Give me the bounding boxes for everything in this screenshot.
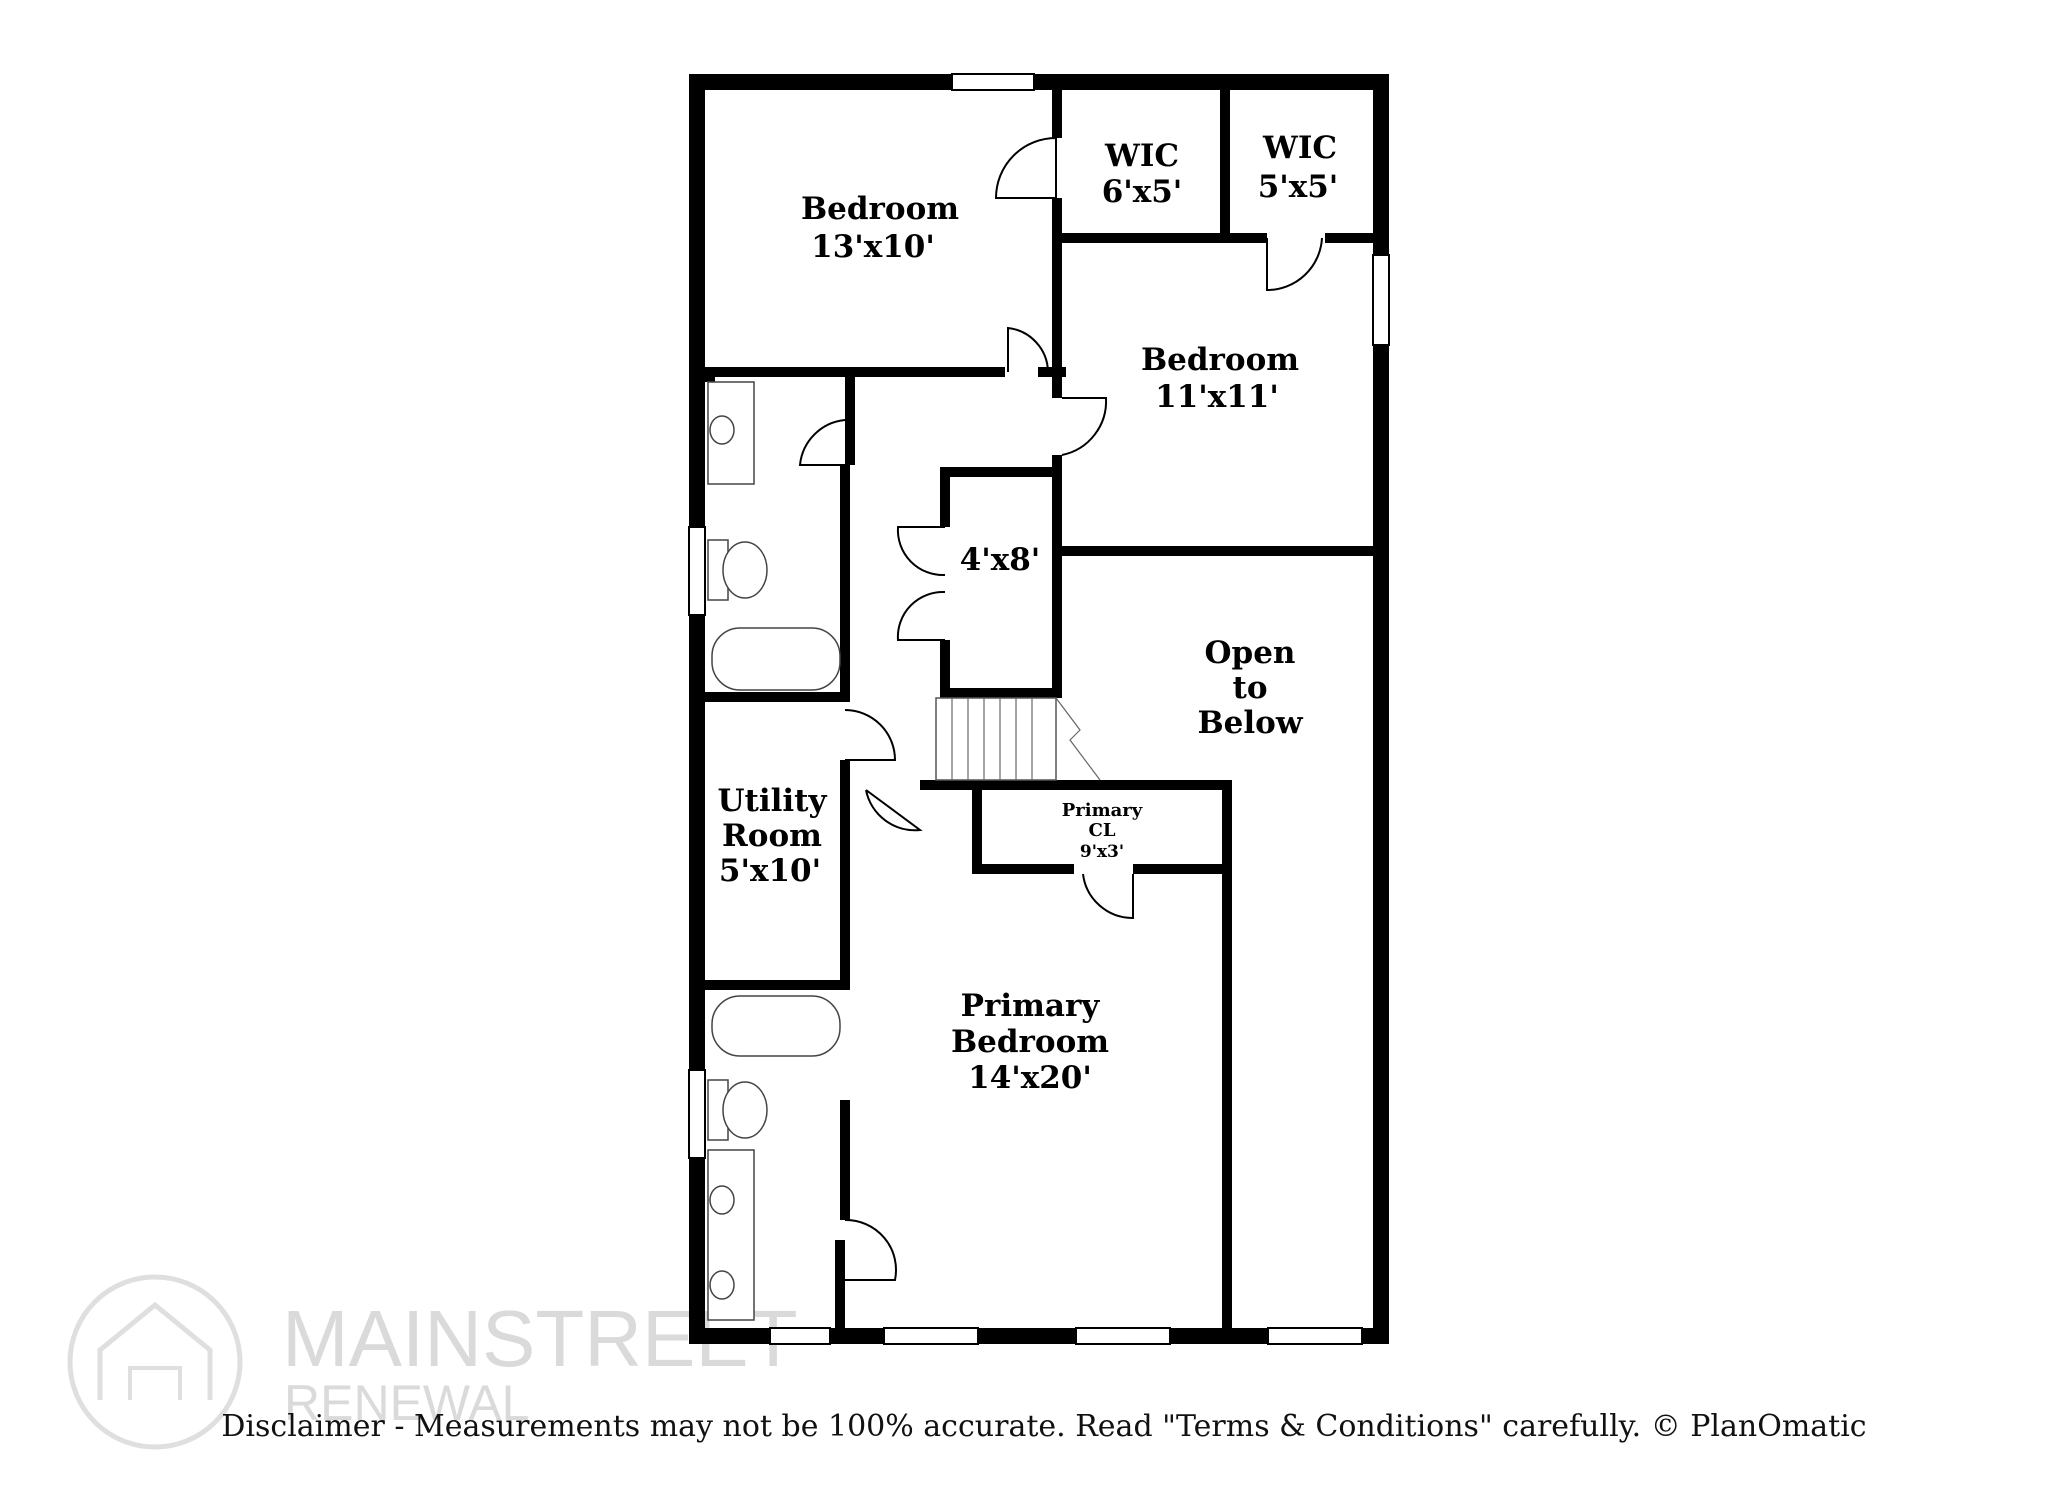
primary-bedroom-line1: Primary: [961, 988, 1101, 1024]
exterior-walls: [689, 74, 1389, 1344]
room-utility: Utility Room 5'x10': [717, 783, 827, 889]
closet-size: 4'x8': [960, 542, 1041, 578]
bedroom-ne-size: 11'x11': [1155, 379, 1279, 415]
bedroom-nw-name: Bedroom: [801, 191, 959, 227]
primary-cl-size: 9'x3': [1080, 842, 1124, 862]
wic-2-size: 5'x5': [1258, 169, 1339, 205]
primary-cl-line2: CL: [1089, 820, 1116, 841]
primary-bedroom-size: 14'x20': [968, 1060, 1092, 1096]
room-closet: 4'x8': [960, 542, 1041, 578]
windows: [688, 73, 1390, 1345]
open-to-below-line3: Below: [1197, 705, 1303, 741]
interior-walls: [705, 90, 1373, 1328]
open-to-below-line1: Open: [1205, 635, 1296, 671]
room-open-to-below: Open to Below: [1197, 635, 1303, 741]
open-to-below-line2: to: [1233, 670, 1268, 706]
room-primary-bedroom: Primary Bedroom 14'x20': [951, 988, 1109, 1096]
room-primary-cl: Primary CL 9'x3': [1062, 800, 1143, 862]
primary-cl-line1: Primary: [1062, 800, 1143, 821]
watermark-line2: RENEWAL: [284, 1375, 529, 1431]
room-bedroom-nw: Bedroom 13'x10': [801, 191, 959, 265]
room-bedroom-ne: Bedroom 11'x11': [1141, 342, 1299, 415]
disclaimer-text: Disclaimer - Measurements may not be 100…: [221, 1409, 1866, 1444]
utility-line1: Utility: [717, 783, 827, 819]
bedroom-nw-size: 13'x10': [811, 229, 935, 265]
staircase: [935, 697, 1101, 781]
primary-bedroom-line2: Bedroom: [951, 1024, 1109, 1060]
wic-1-name: WIC: [1104, 138, 1179, 174]
bathroom-fixtures: [707, 381, 841, 1321]
room-wic-2: WIC 5'x5': [1258, 130, 1339, 205]
utility-line2: Room: [722, 818, 822, 854]
wic-2-name: WIC: [1262, 130, 1337, 166]
wic-1-size: 6'x5': [1102, 174, 1183, 210]
bedroom-ne-name: Bedroom: [1141, 342, 1299, 378]
utility-size: 5'x10': [719, 853, 821, 889]
room-wic-1: WIC 6'x5': [1102, 138, 1183, 210]
doors: [798, 137, 1323, 1281]
